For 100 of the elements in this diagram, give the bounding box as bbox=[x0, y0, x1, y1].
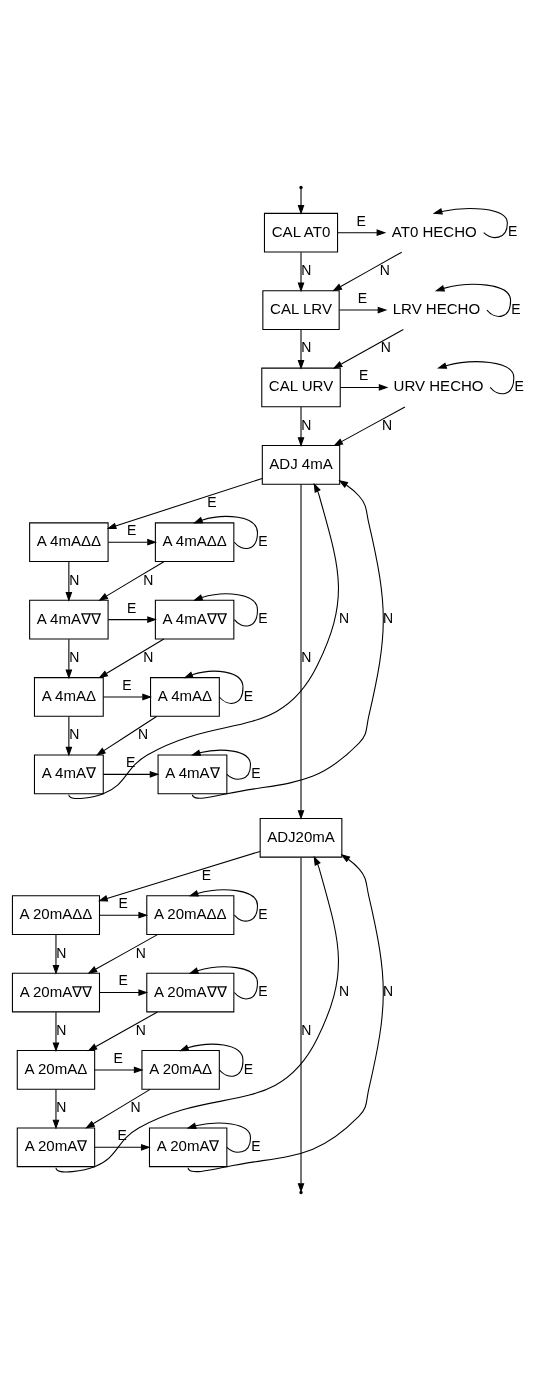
arrow bbox=[102, 693, 152, 700]
arrow bbox=[187, 853, 384, 1172]
arrow bbox=[65, 560, 73, 602]
arrow bbox=[106, 477, 263, 529]
edge-label: E bbox=[514, 377, 524, 394]
node-box: A 20mA∇ bbox=[148, 1126, 228, 1167]
node-box: A 20mAΔ bbox=[16, 1049, 96, 1090]
node-text: LRV HECHO bbox=[392, 299, 481, 317]
edge-label: E bbox=[122, 676, 132, 693]
edge-label: N bbox=[301, 338, 312, 355]
arrow bbox=[333, 405, 406, 446]
node-box: A 4mA∇∇ bbox=[29, 599, 109, 639]
edge-label: N bbox=[381, 416, 393, 433]
arrow bbox=[297, 251, 305, 292]
edge-label: E bbox=[207, 493, 217, 510]
arrow bbox=[96, 715, 158, 756]
edge-label: E bbox=[511, 300, 521, 317]
edge-label: E bbox=[201, 866, 212, 883]
arrow bbox=[68, 482, 339, 799]
arrow bbox=[432, 207, 508, 238]
arrow bbox=[52, 933, 60, 975]
edge-label: N bbox=[69, 725, 80, 742]
node-box: CAL LRV bbox=[262, 289, 340, 330]
node-text: URV HECHO bbox=[393, 376, 484, 394]
arrow bbox=[297, 483, 305, 820]
node-box: A 20mA∇∇ bbox=[146, 972, 235, 1012]
node-box: A 4mAΔ bbox=[33, 676, 104, 717]
node-box: CAL URV bbox=[261, 367, 341, 407]
edge-label: E bbox=[251, 764, 261, 781]
edge-label: E bbox=[357, 289, 368, 306]
edge-label: N bbox=[56, 944, 67, 961]
arrow bbox=[98, 638, 165, 678]
node-box: A 20mA∇∇ bbox=[11, 972, 101, 1012]
edge-label: N bbox=[379, 261, 390, 278]
arrow bbox=[297, 328, 305, 370]
node-box: A 20mAΔΔ bbox=[146, 894, 235, 935]
edge-label: E bbox=[258, 905, 268, 922]
arrow bbox=[332, 251, 403, 291]
node-box: A 4mA∇ bbox=[157, 754, 228, 794]
arrow bbox=[85, 1088, 151, 1129]
node-box: ADJ 4mA bbox=[261, 444, 341, 485]
arrow bbox=[87, 1011, 158, 1051]
edge-label: N bbox=[130, 1098, 141, 1115]
node-text: AT0 HECHO bbox=[391, 222, 477, 240]
arrow bbox=[191, 479, 384, 799]
arrow bbox=[102, 770, 160, 778]
edge-label: N bbox=[380, 338, 391, 355]
arrow bbox=[186, 1121, 252, 1153]
arrow bbox=[98, 850, 261, 902]
arrow bbox=[94, 1143, 151, 1151]
edge-label: E bbox=[356, 212, 366, 229]
edge-label: N bbox=[69, 571, 80, 588]
arrow bbox=[107, 538, 157, 546]
node-box: ADJ20mA bbox=[259, 817, 343, 858]
node-box: A 4mAΔΔ bbox=[154, 521, 235, 562]
edge-label: N bbox=[137, 725, 149, 742]
edge-label: N bbox=[338, 609, 350, 626]
edge-label: E bbox=[118, 894, 128, 911]
edge-label: N bbox=[69, 648, 80, 665]
edge-label: N bbox=[135, 1021, 146, 1038]
node-box: A 4mA∇∇ bbox=[154, 599, 235, 639]
edge-label: N bbox=[383, 609, 394, 626]
edge-label: N bbox=[301, 648, 312, 665]
arrow bbox=[190, 748, 252, 780]
edge-label: E bbox=[508, 222, 518, 239]
edge-label: N bbox=[143, 648, 154, 665]
arrow bbox=[65, 638, 73, 679]
edge-label: E bbox=[118, 971, 128, 988]
edge-label: E bbox=[258, 532, 268, 549]
edge-label: N bbox=[301, 261, 312, 278]
arrow bbox=[437, 360, 515, 394]
edge-label: E bbox=[113, 1049, 123, 1066]
arrow bbox=[188, 888, 258, 922]
node-box: A 4mA∇ bbox=[33, 754, 104, 794]
arrow bbox=[52, 1011, 60, 1052]
edge-label: N bbox=[135, 944, 146, 961]
edge-label: E bbox=[243, 1060, 254, 1077]
arrow bbox=[107, 615, 157, 623]
arrow bbox=[94, 1066, 144, 1073]
node-box: A 20mA∇ bbox=[16, 1126, 96, 1167]
edge-label: E bbox=[127, 599, 137, 616]
edge-label: N bbox=[338, 982, 350, 999]
edge-label: E bbox=[126, 753, 136, 770]
edge-label: E bbox=[358, 366, 369, 383]
arrow bbox=[65, 715, 73, 757]
edge-label: N bbox=[301, 416, 312, 433]
edge-label: N bbox=[301, 1021, 312, 1038]
arrow bbox=[179, 1043, 244, 1077]
edge-label: E bbox=[258, 609, 268, 626]
arrow bbox=[297, 187, 305, 215]
arrow bbox=[332, 328, 404, 369]
node-box: A 20mAΔ bbox=[141, 1049, 220, 1090]
arrow bbox=[99, 988, 149, 996]
edge-label: E bbox=[117, 1126, 127, 1143]
arrow bbox=[193, 515, 258, 549]
edge-label: N bbox=[56, 1098, 67, 1115]
node-box: CAL AT0 bbox=[263, 212, 339, 253]
arrow bbox=[52, 1088, 60, 1129]
node-box: A 4mAΔΔ bbox=[29, 521, 109, 562]
edge-label: N bbox=[383, 982, 394, 999]
